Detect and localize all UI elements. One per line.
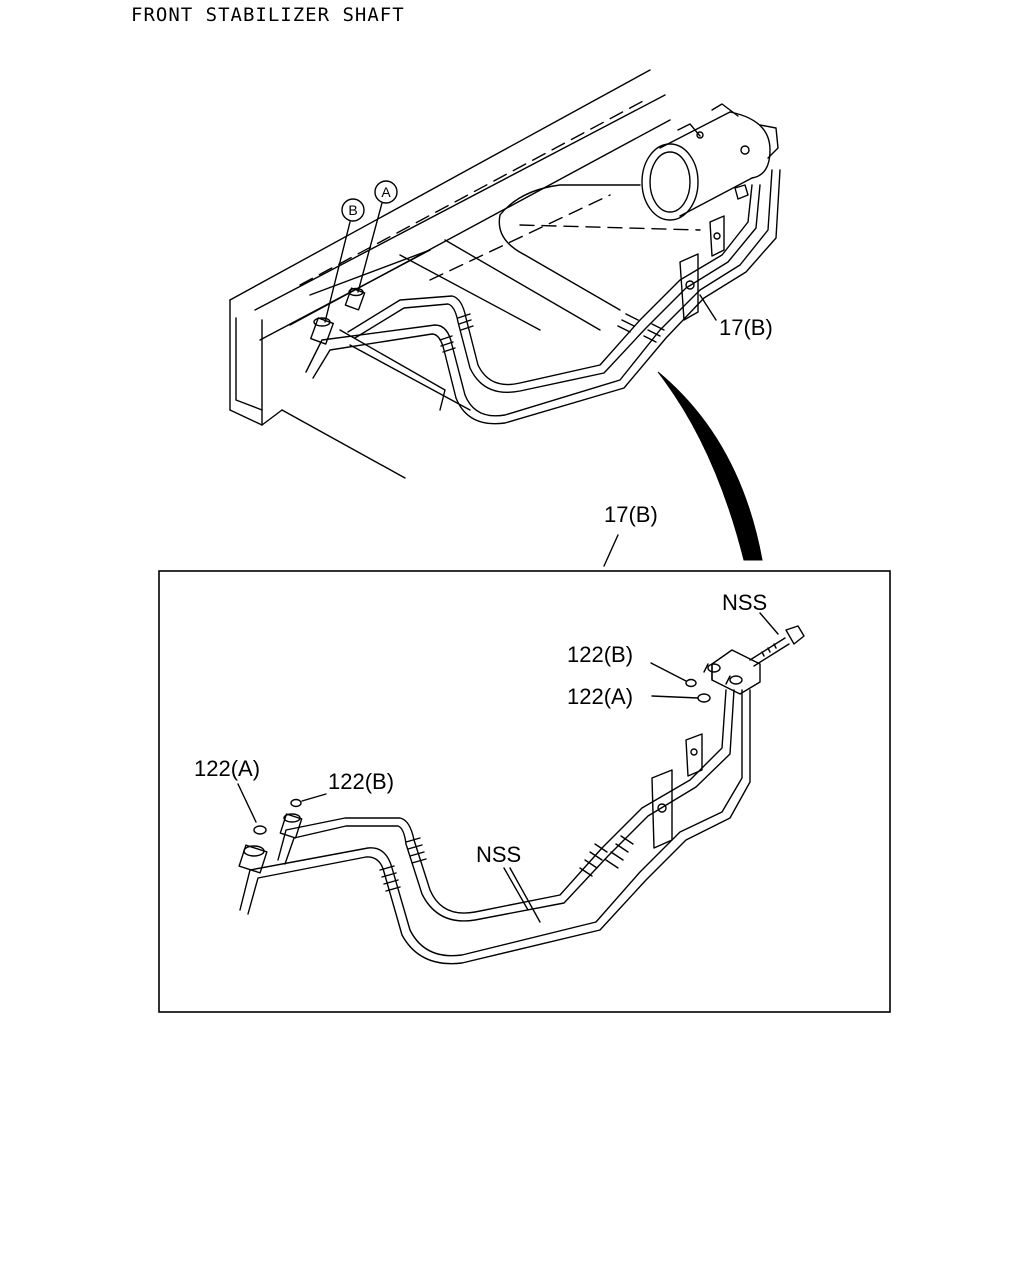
- page-title: FRONT STABILIZER SHAFT: [131, 4, 405, 26]
- label-122a-left: 122(A): [194, 756, 260, 781]
- top-pipe-bracket: [679, 215, 725, 321]
- detail-end-block: [703, 649, 761, 695]
- leader-122b-right: [650, 662, 687, 682]
- label-17b-detail: 17(B): [604, 502, 658, 527]
- detail-pipe-inner: [277, 689, 735, 922]
- detail-bolt: [749, 625, 805, 667]
- circle-a-label: A: [381, 184, 391, 200]
- label-nss-pipes: NSS: [476, 842, 521, 867]
- ac-compressor: [641, 103, 779, 221]
- detail-arrow: [657, 371, 763, 561]
- leader-b-top: [324, 221, 351, 323]
- label-122b-right: 122(B): [567, 642, 633, 667]
- leader-122b-left: [301, 793, 327, 802]
- leader-nss-pipe-2: [509, 867, 541, 923]
- leader-122a-left: [237, 783, 257, 823]
- label-122a-right: 122(A): [567, 684, 633, 709]
- leader-122a-right: [651, 695, 699, 699]
- label-17b-top: 17(B): [719, 315, 773, 340]
- o-ring-122a-right: [697, 693, 711, 703]
- leader-17b-top: [699, 294, 717, 321]
- o-ring-122a-left: [253, 825, 267, 835]
- o-ring-122b-left: [290, 798, 302, 808]
- label-122b-left: 122(B): [328, 769, 394, 794]
- vehicle-frame: [229, 69, 671, 479]
- frame-hidden-lines: [299, 99, 701, 286]
- detail-pipe-outer: [238, 689, 751, 965]
- o-ring-122b-right: [685, 678, 697, 688]
- circle-callout-b: [341, 198, 365, 222]
- circle-b-label: B: [348, 202, 357, 218]
- circle-callout-a: [374, 180, 398, 204]
- leader-a-top: [357, 202, 383, 293]
- detail-pipe-bracket: [651, 733, 703, 849]
- label-nss-bolt: NSS: [722, 590, 767, 615]
- detail-box: [158, 570, 891, 1013]
- leader-nss-bolt: [759, 612, 779, 635]
- leader-nss-pipe-1: [503, 867, 529, 911]
- top-ac-pipes: [305, 169, 781, 425]
- leader-17b-detail: [603, 534, 619, 567]
